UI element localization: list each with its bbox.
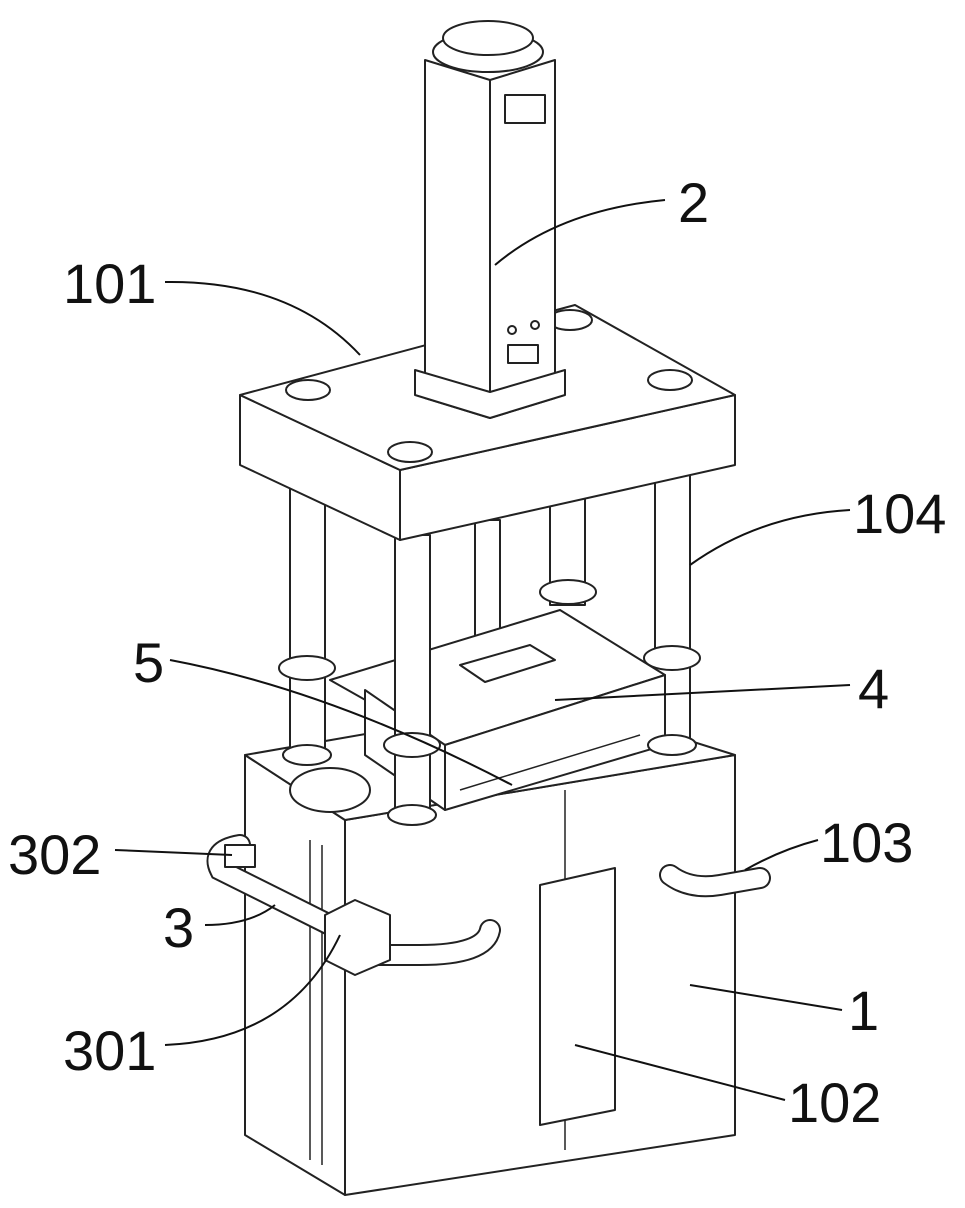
label-101: 101 (63, 252, 156, 315)
valve-302 (225, 845, 255, 867)
hydraulic-cylinder (415, 21, 565, 418)
label-302: 302 (8, 823, 101, 886)
valve-301 (325, 900, 390, 975)
label-5: 5 (133, 631, 164, 694)
label-4: 4 (858, 657, 889, 720)
label-104: 104 (853, 482, 946, 545)
label-301: 301 (63, 1019, 156, 1082)
label-1: 1 (848, 979, 879, 1042)
label-103: 103 (820, 811, 913, 874)
door-panel (540, 868, 615, 1125)
label-3: 3 (163, 896, 194, 959)
label-2: 2 (678, 171, 709, 234)
label-102: 102 (788, 1071, 881, 1134)
front-pillar (395, 535, 430, 820)
